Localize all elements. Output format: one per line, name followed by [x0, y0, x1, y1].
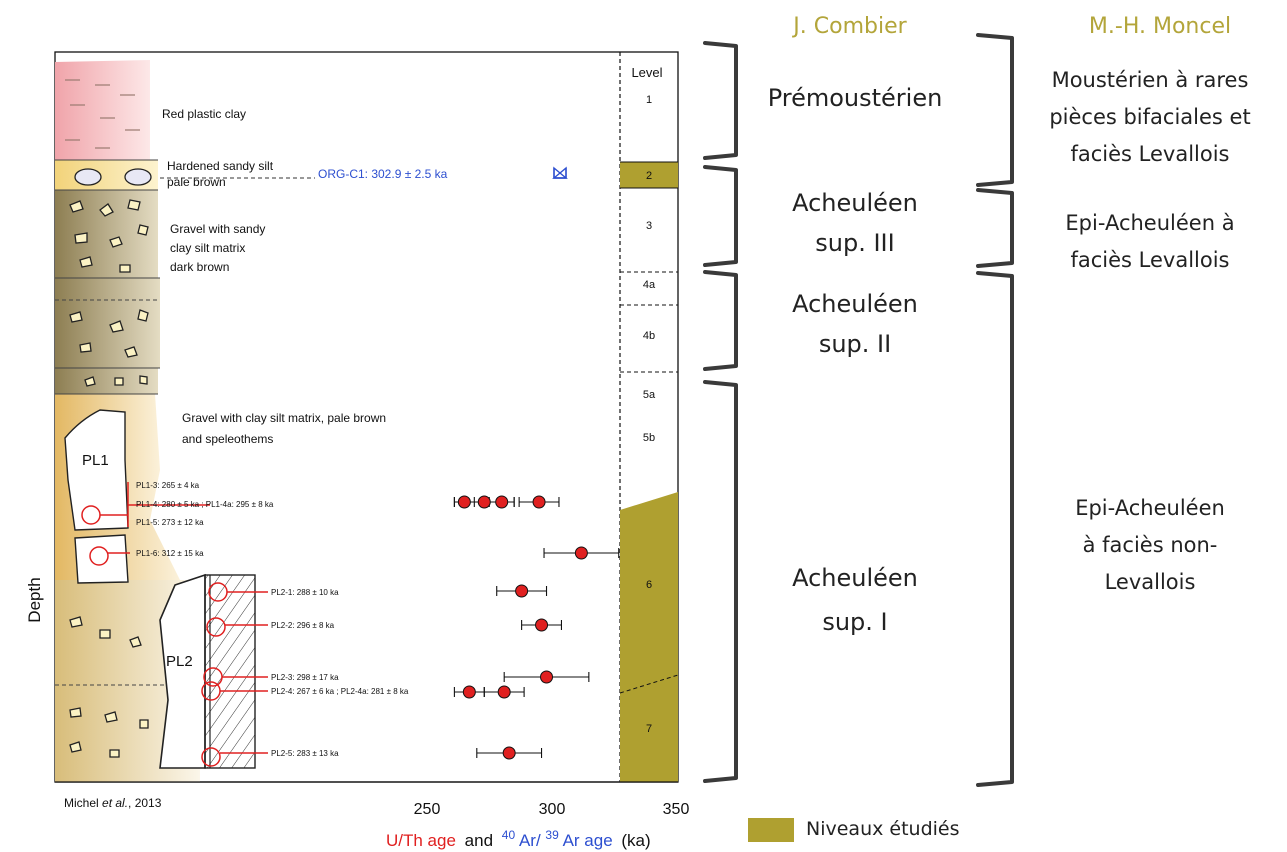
date-point: [462, 685, 476, 699]
dated-samples: [453, 495, 620, 760]
label-gravel-sandy-1: Gravel with sandy: [170, 222, 265, 236]
label-gravel-sandy-2: clay silt matrix: [170, 241, 245, 255]
org-c1-marker: [552, 166, 568, 179]
brace-acheuleen-i: [703, 380, 738, 783]
label-pl2-5: PL2-5: 283 ± 13 ka: [271, 749, 339, 758]
brace-premousterien: [703, 41, 738, 160]
level-5a: 5a: [643, 389, 656, 401]
brace-mousterien: [976, 33, 1014, 187]
label-pl2-2: PL2-2: 296 ± 8 ka: [271, 621, 335, 630]
date-point: [532, 495, 546, 509]
level-6: 6: [646, 579, 652, 591]
level-5b: 5b: [643, 432, 655, 444]
studied-levels-6-7: [620, 492, 678, 782]
date-point: [457, 495, 471, 509]
level-column: Level 1 2 3 4a 4b 5a 5b 6 7: [619, 52, 679, 782]
header-combier: J. Combier: [793, 14, 907, 39]
lithology-column: [55, 60, 256, 782]
level-7: 7: [646, 723, 652, 735]
label-pl2: PL2: [166, 653, 193, 670]
date-point: [515, 584, 529, 598]
label-sandy-silt-2: pale brown: [167, 175, 226, 189]
legend-swatch: [748, 818, 794, 842]
date-point: [495, 495, 509, 509]
org-c1-label: ORG-C1: 302.9 ± 2.5 ka: [318, 167, 448, 181]
depth-label: Depth: [25, 577, 44, 622]
level-2: 2: [646, 170, 652, 182]
brace-epi-non-levallois: [976, 271, 1014, 787]
header-moncel: M.-H. Moncel: [1088, 14, 1232, 39]
label-pl1: PL1: [82, 452, 109, 469]
date-point: [540, 670, 554, 684]
tick-250: 250: [414, 801, 441, 818]
sample-labels: PL1-3: 265 ± 4 ka PL1-4: 280 ± 5 ka ; PL…: [136, 481, 409, 758]
date-point: [574, 546, 588, 560]
label-pl1-6: PL1-6: 312 ± 15 ka: [136, 549, 204, 558]
sample-leaders: [81, 482, 268, 767]
age-axis: 250 300 350 U/Th age and 40 Ar/ 39 Ar ag…: [25, 577, 689, 850]
legend-label: Niveaux étudiés: [806, 818, 960, 840]
level-1: 1: [646, 94, 652, 106]
label-pl2-3: PL2-3: 298 ± 17 ka: [271, 673, 339, 682]
level-4b: 4b: [643, 330, 655, 342]
tick-300: 300: [539, 801, 566, 818]
date-point: [477, 495, 491, 509]
brace-epi-levallois: [976, 188, 1014, 268]
combier-premousterien: Prémoustérien: [767, 84, 943, 112]
label-pl2-1: PL2-1: 288 ± 10 ka: [271, 588, 339, 597]
date-point: [502, 746, 516, 760]
braces: [703, 33, 1014, 787]
lithology-labels: Red plastic clay Hardened sandy silt pal…: [82, 107, 386, 670]
label-sandy-silt: Hardened sandy silt: [167, 159, 274, 173]
brace-acheuleen-iii: [703, 165, 738, 267]
label-red-clay: Red plastic clay: [162, 107, 246, 121]
date-point: [497, 685, 511, 699]
studied-level-2: [620, 162, 678, 188]
tick-350: 350: [663, 801, 690, 818]
label-gravel-sandy-3: dark brown: [170, 260, 229, 274]
label-pl1-4: PL1-4: 280 ± 5 ka ; PL1-4a: 295 ± 8 ka: [136, 500, 274, 509]
label-pl1-3: PL1-3: 265 ± 4 ka: [136, 481, 200, 490]
credit: Michel et al., 2013: [64, 796, 162, 810]
label-gravel-clay-1: Gravel with clay silt matrix, pale brown: [182, 411, 386, 425]
level-header: Level: [631, 65, 662, 80]
level-3: 3: [646, 220, 652, 232]
brace-acheuleen-ii: [703, 270, 738, 371]
label-gravel-clay-2: and speleothems: [182, 432, 273, 446]
label-pl1-5: PL1-5: 273 ± 12 ka: [136, 518, 204, 527]
level-4a: 4a: [643, 279, 656, 291]
axis-title: U/Th age and 40 Ar/ 39 Ar age (ka): [386, 824, 651, 850]
date-point: [535, 618, 549, 632]
label-pl2-4: PL2-4: 267 ± 6 ka ; PL2-4a: 281 ± 8 ka: [271, 687, 409, 696]
